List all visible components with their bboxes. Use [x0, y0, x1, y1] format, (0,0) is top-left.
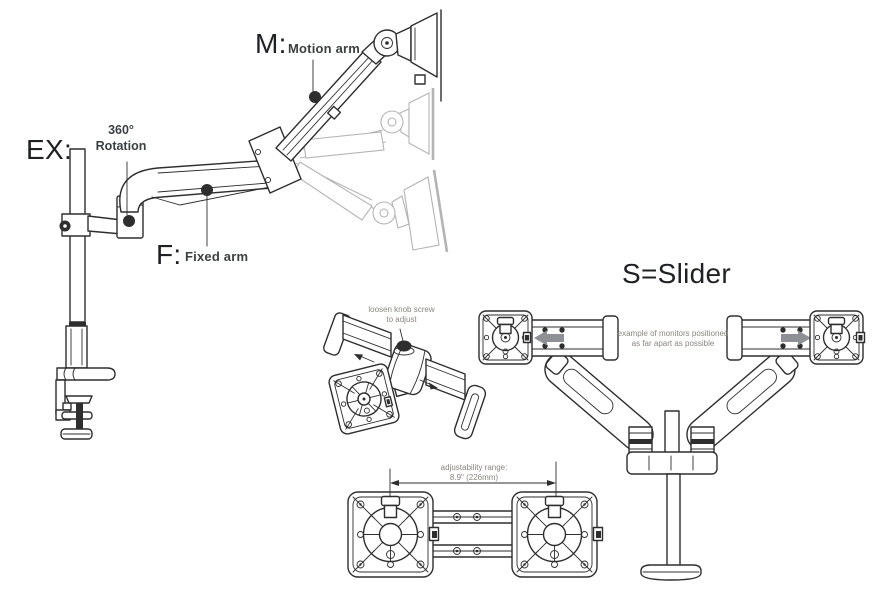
- rotation-label: 360° Rotation: [93, 122, 149, 155]
- dual-pole-top: [664, 410, 680, 456]
- motion-arm-dot: [309, 91, 321, 103]
- elbow-joint: [248, 126, 302, 194]
- motion-arm-letter-label: M:: [255, 28, 287, 59]
- dimension-arrow: [389, 461, 557, 498]
- fixed-arm-label: Fixed arm: [185, 249, 249, 264]
- knob-screw-note-line2: to adjust: [386, 315, 417, 324]
- fixed-arm-dot: [201, 184, 213, 196]
- left-spring-collar: [628, 426, 653, 456]
- motion-arm-label: Motion arm: [288, 41, 361, 56]
- slider-heading: S=Slider: [622, 258, 732, 289]
- extension-pole: [65, 148, 88, 369]
- adjustability-range-note-line2: 8.9" (226mm): [449, 473, 499, 482]
- monitors-apart-note: example of monitors positioned as far ap…: [614, 329, 732, 349]
- slide-left-arrow-icon: [534, 330, 564, 346]
- left-slider-rail: [530, 315, 619, 361]
- dual-arm-diagram-art: [478, 310, 866, 581]
- rotation-label-line1: 360°: [108, 123, 134, 137]
- right-slider-rail: [726, 315, 815, 361]
- slide-down-right-arrow-icon: [419, 379, 438, 390]
- monitor-head: [361, 9, 442, 102]
- slide-up-left-arrow-icon: [354, 354, 375, 363]
- ghost-positions: [292, 88, 449, 253]
- monitors-apart-note-line2: as far apart as possible: [631, 339, 715, 348]
- desk-clamp: [55, 367, 116, 440]
- range-left-plate: [347, 491, 440, 578]
- rotation-pivot-dot: [123, 215, 135, 227]
- slider-range-diagram-art: [347, 461, 604, 578]
- dual-base: [640, 564, 702, 581]
- motion-arm: [275, 48, 382, 162]
- adjustability-range-note: adjustability range: 8.9" (226mm): [414, 463, 534, 483]
- dual-head-block: [626, 451, 718, 475]
- right-vesa-plate: [809, 310, 866, 365]
- extension-label: EX:: [26, 134, 73, 165]
- knob-leader-line: [399, 328, 404, 342]
- fixed-arm-letter-label: F:: [156, 239, 182, 270]
- range-right-plate: [511, 491, 604, 578]
- knob-screw-note-line1: loosen knob screw: [368, 305, 435, 314]
- right-spring-collar: [690, 426, 715, 456]
- monitors-apart-note-line1: example of monitors positioned: [617, 329, 729, 338]
- vesa-plate-tilted: [328, 363, 400, 435]
- dual-pole: [666, 473, 681, 567]
- single-arm-diagram-art: [55, 9, 449, 440]
- left-vesa-plate: [478, 310, 533, 365]
- adjustability-range-note-line1: adjustability range:: [440, 463, 508, 472]
- rotation-label-line2: Rotation: [95, 139, 147, 154]
- slide-right-arrow-icon: [781, 330, 811, 346]
- slider-detail-diagram-art: [323, 312, 487, 440]
- knob-screw: [396, 340, 412, 352]
- knob-screw-note: loosen knob screw to adjust: [354, 305, 449, 325]
